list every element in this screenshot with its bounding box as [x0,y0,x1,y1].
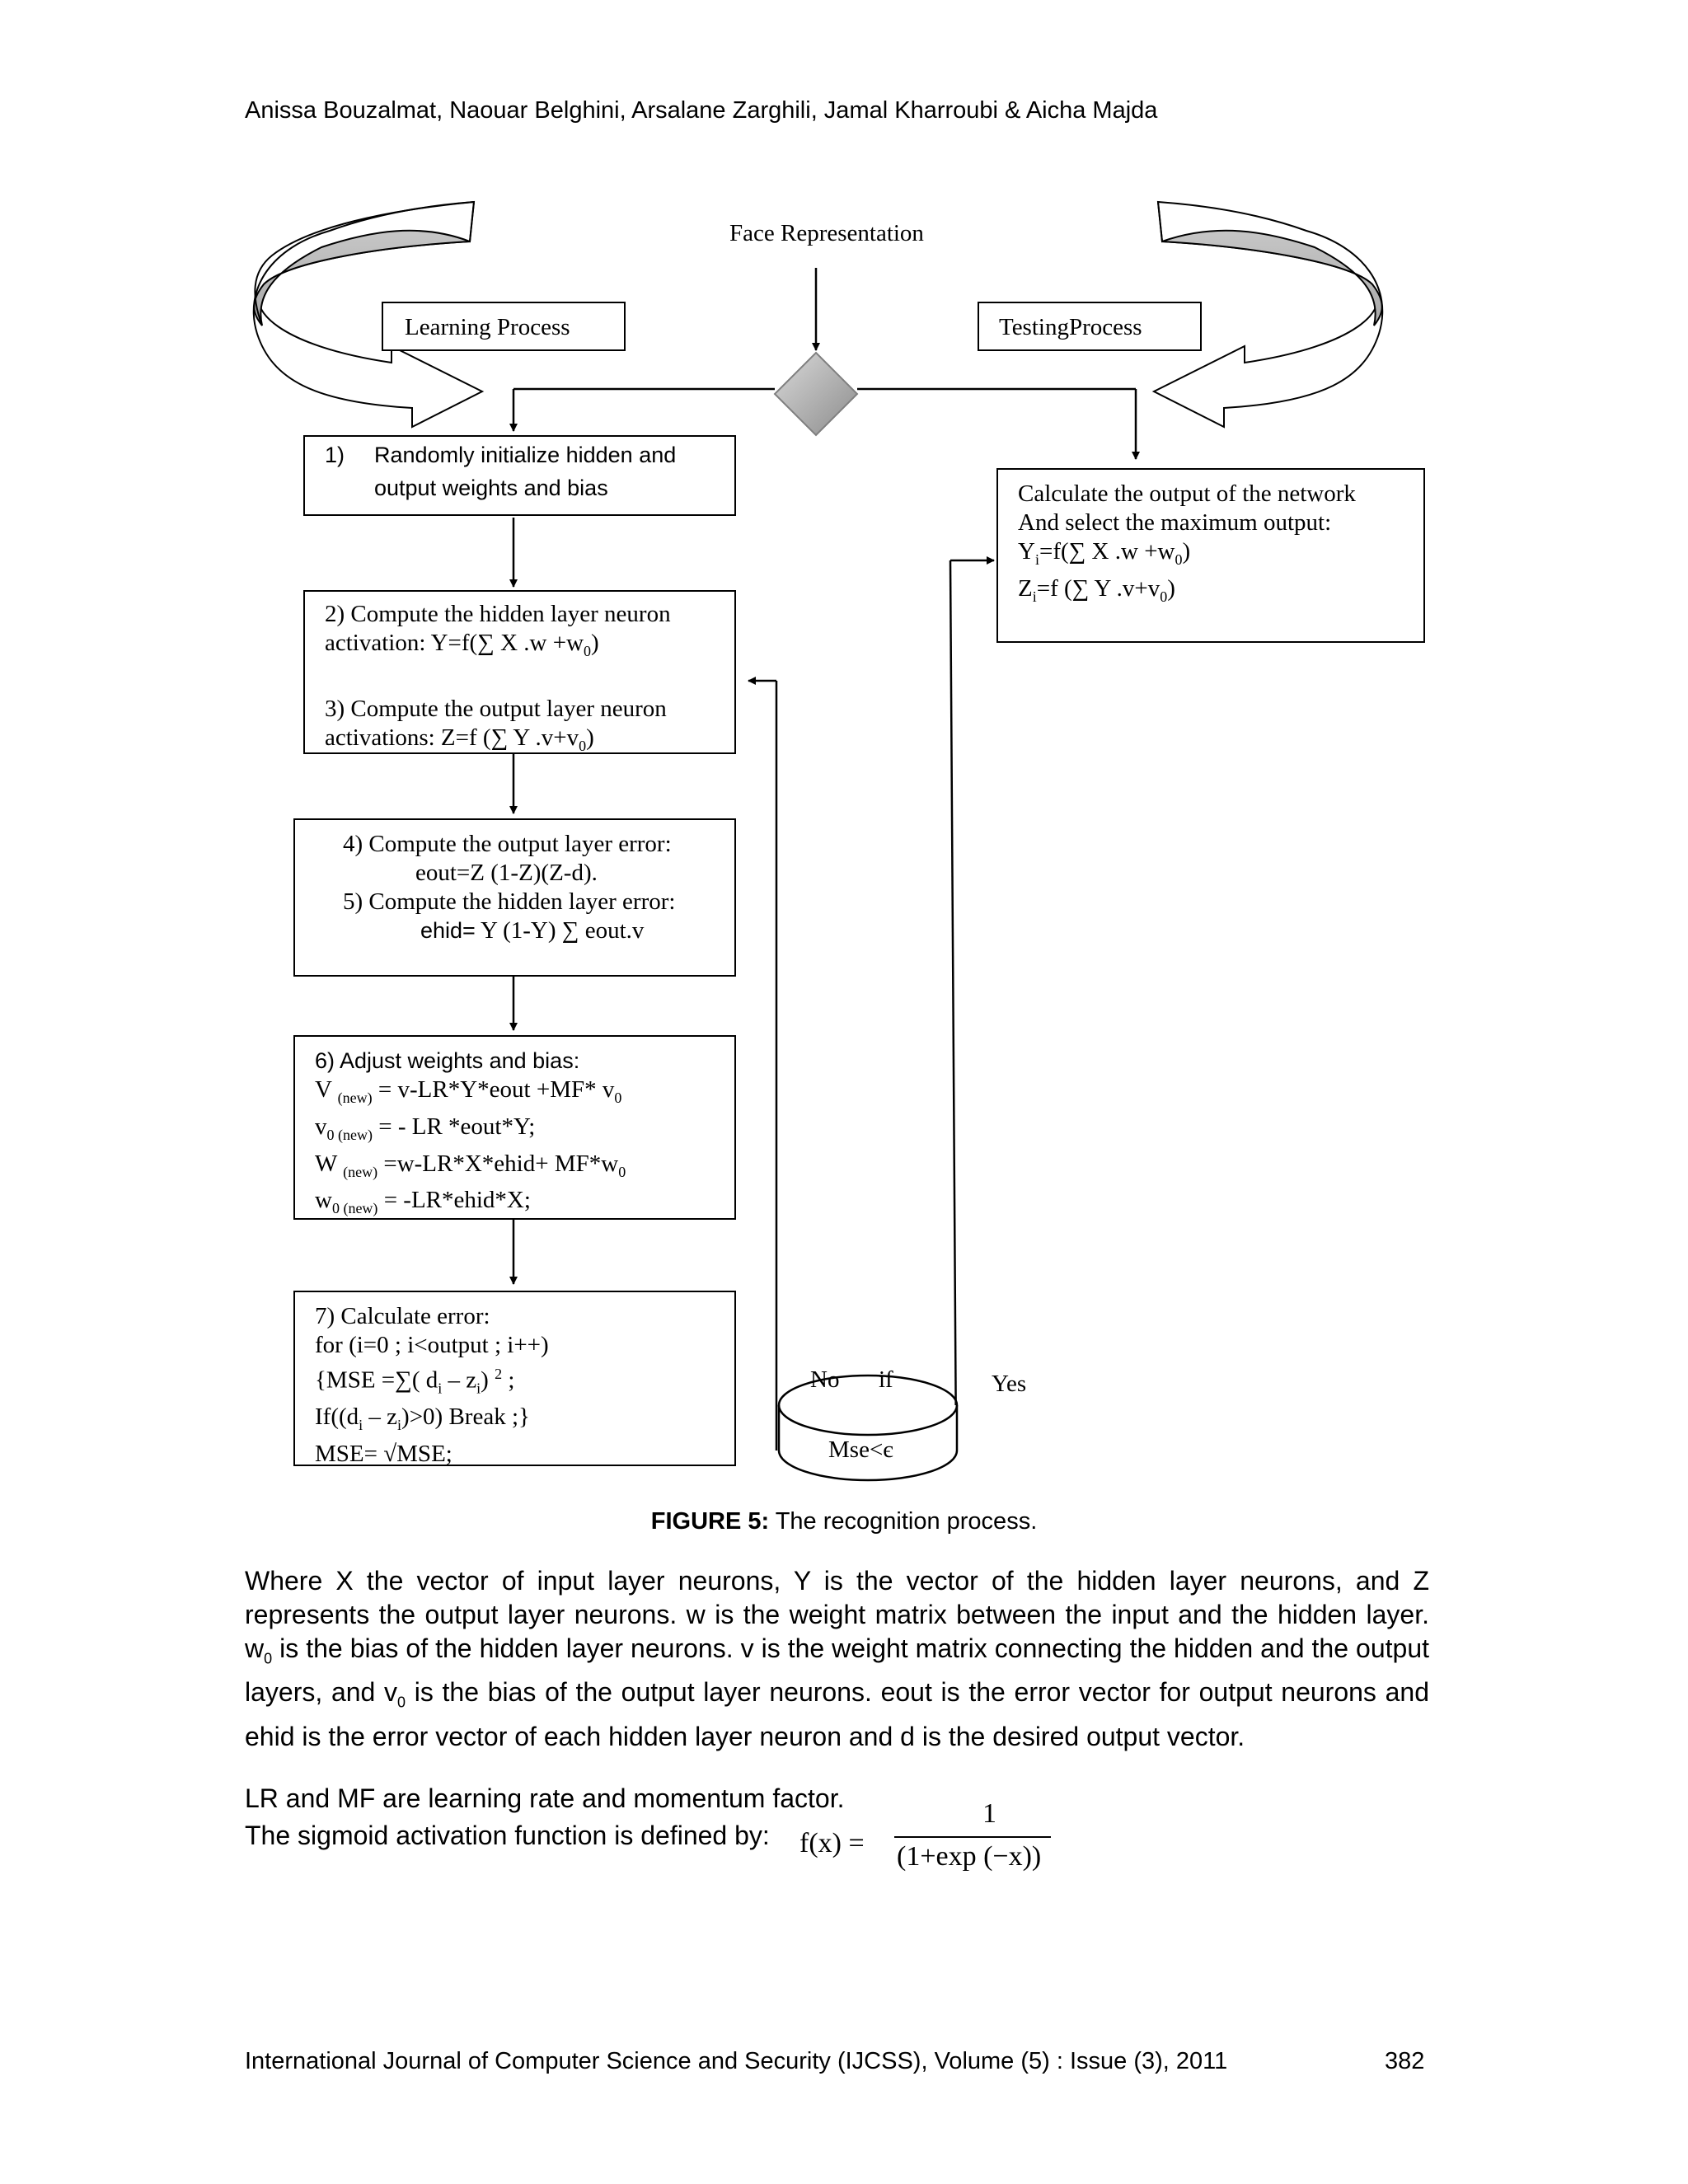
step6-line4-sub2: 0 [618,1163,626,1180]
step2-line1: 2) Compute the hidden layer neuron [325,601,671,627]
caption-text: The recognition process. [769,1508,1038,1535]
step6-line2-sub: (new) [337,1089,373,1106]
step4-line1: 4) Compute the output layer error: [343,831,672,857]
step6-line2-a: V [315,1076,338,1103]
testing-line3-b: =f(∑ X .w +w [1039,538,1175,565]
testing-line3-c: ) [1182,538,1191,565]
step7-line4-sub2: i [397,1417,402,1434]
step3-line2-end: ) [586,724,594,751]
recognition-process-diagram [252,200,1384,1482]
formula-lhs: f(x) = [799,1828,865,1858]
step6-line4-a: W [315,1150,344,1177]
step7-line1: 7) Calculate error: [315,1303,490,1329]
testing-line4-sub2: 0 [1160,588,1168,605]
step6-line5-a: w [315,1187,332,1214]
learning-process-label: Learning Process [405,314,570,340]
testing-line3-a: Y [1018,538,1035,565]
step6-line3-sub: 0 (new) [326,1126,373,1143]
step6-line5-sub: 0 (new) [331,1200,378,1217]
step6-line2-b: = v-LR*Y*eout +MF* v [372,1076,615,1103]
learning-process-box: Learning Process [382,302,626,351]
formula-numerator: 1 [982,1798,996,1829]
step7-line5: MSE= √MSE; [315,1441,452,1468]
step7-line3-a: {MSE =∑( d [315,1366,438,1394]
step5-line2-b: Y (1-Y) ∑ eout.v [475,917,645,944]
step7-line4-c: )>0) Break ;} [401,1404,530,1431]
fraction-bar [894,1836,1051,1838]
step1-number: 1) [325,443,345,467]
step2-line2-end: ) [591,630,599,656]
footer-journal: International Journal of Computer Scienc… [245,2048,1228,2074]
step7-line4-a: If((d [315,1404,359,1431]
step1-line1: Randomly initialize hidden and [374,443,677,467]
step4-5-box: 4) Compute the output layer error: eout=… [293,818,736,977]
testing-line3-sub2: 0 [1175,551,1183,568]
step2-line2: activation: Y=f(∑ X .w +w [325,630,584,656]
lr-mf-sentence: LR and MF are learning rate and momentum… [245,1783,845,1813]
step6-line1: 6) Adjust weights and bias: [315,1048,580,1073]
testing-line4-b: =f (∑ Y .v+v [1036,574,1160,602]
decision-diamond [773,351,859,437]
step6-line3-b: = - LR *eout*Y; [372,1113,536,1140]
step6-line2-sub2: 0 [614,1089,622,1106]
step7-line4-sub1: i [359,1417,363,1434]
condition-cylinder [777,1374,959,1482]
step6-line3-a: v [315,1113,327,1140]
body-p1-sub2: 0 [397,1694,406,1711]
if-label: if [879,1366,893,1393]
step3-line2-sub: 0 [579,737,587,754]
testing-output-box: Calculate the output of the network And … [996,468,1425,643]
testing-line4-c: ) [1167,574,1175,602]
step4-line2: eout=Z (1-Z)(Z-d). [415,860,598,886]
step7-line2: for (i=0 ; i<output ; i++) [315,1332,549,1358]
step7-line4-b: – z [363,1404,398,1431]
step6-line5-b: = -LR*ehid*X; [377,1187,531,1214]
face-representation-label: Face Representation [729,220,924,246]
step1-line2: output weights and bias [374,476,608,500]
step5-line2-a: ehid= [420,918,476,943]
formula-denominator: (1+exp (−x)) [897,1841,1042,1872]
caption-label: FIGURE 5: [650,1508,770,1535]
body-paragraph: Where X the vector of input layer neuron… [245,1564,1429,1754]
step7-line3-sub2: i [476,1380,481,1397]
step1-box: 1) Randomly initialize hidden and output … [303,435,736,516]
body-p1-sub1: 0 [264,1650,273,1667]
testing-curved-arrow [1151,200,1384,429]
yes-label: Yes [992,1371,1027,1397]
step6-box: 6) Adjust weights and bias: V (new) = v-… [293,1035,736,1220]
step3-line2: activations: Z=f (∑ Y .v+v [325,724,579,751]
step7-box: 7) Calculate error: for (i=0 ; i<output … [293,1291,736,1468]
step2-3-box: 2) Compute the hidden layer neuron activ… [303,590,736,754]
testing-line4-a: Z [1018,574,1033,602]
running-header: Anissa Bouzalmat, Naouar Belghini, Arsal… [245,97,1158,124]
step6-line4-b: =w-LR*X*ehid+ MF*w [377,1150,619,1177]
testing-line4-sub: i [1032,588,1037,605]
figure-caption: FIGURE 5: The recognition process. [0,1508,1688,1535]
step7-line3-sup: 2 [495,1366,503,1382]
step5-line1: 5) Compute the hidden layer error: [343,888,676,915]
body-p1-a: Where X the vector of input layer neuron… [245,1566,1429,1663]
learning-curved-arrow [252,200,485,429]
step6-line4-sub: (new) [343,1163,378,1180]
step7-line3-b: – z [442,1366,477,1394]
page-number: 382 [1385,2048,1425,2074]
body-p1-c: is the bias of the output layer neurons.… [245,1677,1430,1751]
testing-line2: And select the maximum output: [1018,509,1332,536]
no-label: No [810,1366,840,1393]
step3-line1: 3) Compute the output layer neuron [325,695,667,722]
body-p1-b: is the bias of the hidden layer neurons.… [245,1633,1429,1708]
testing-line3-sub: i [1034,551,1039,568]
step7-line3-c: ) [481,1366,495,1394]
testing-process-label: TestingProcess [999,314,1142,340]
step2-line2-sub: 0 [584,642,592,659]
testing-line1: Calculate the output of the network [1018,480,1356,507]
sigmoid-sentence: The sigmoid activation function is defin… [245,1821,770,1850]
step7-line3-d: ; [502,1366,515,1394]
condition-label: Mse<є [828,1436,893,1463]
testing-process-box: TestingProcess [978,302,1202,351]
step7-line3-sub1: i [438,1380,443,1397]
